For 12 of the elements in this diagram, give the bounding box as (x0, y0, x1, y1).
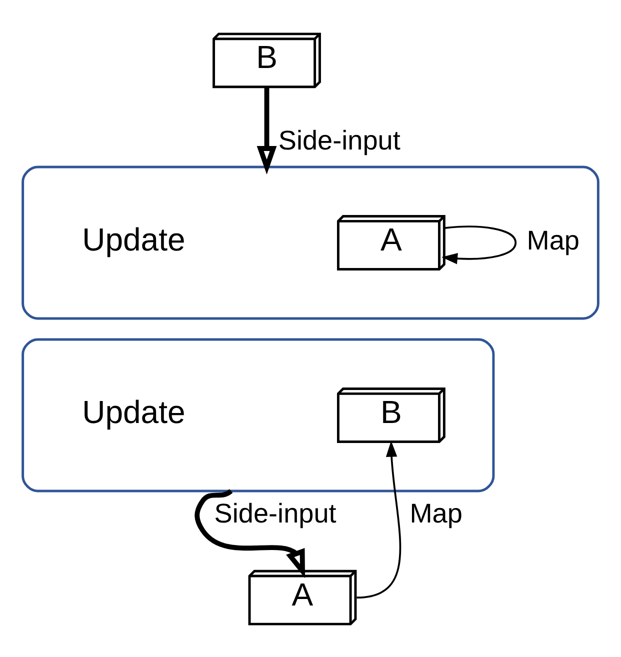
arrow (194, 488, 306, 578)
edge-label: Map (410, 497, 462, 528)
cluster (22, 165, 600, 320)
arrow (256, 86, 277, 174)
edge-label: Side-input (278, 124, 400, 155)
cluster (22, 338, 495, 492)
arrow (356, 440, 402, 598)
arrow (442, 225, 517, 264)
label: Update (82, 221, 186, 258)
edge-label: Side-input (214, 497, 336, 528)
edge-label: Map (526, 224, 580, 256)
label: Update (82, 394, 186, 430)
